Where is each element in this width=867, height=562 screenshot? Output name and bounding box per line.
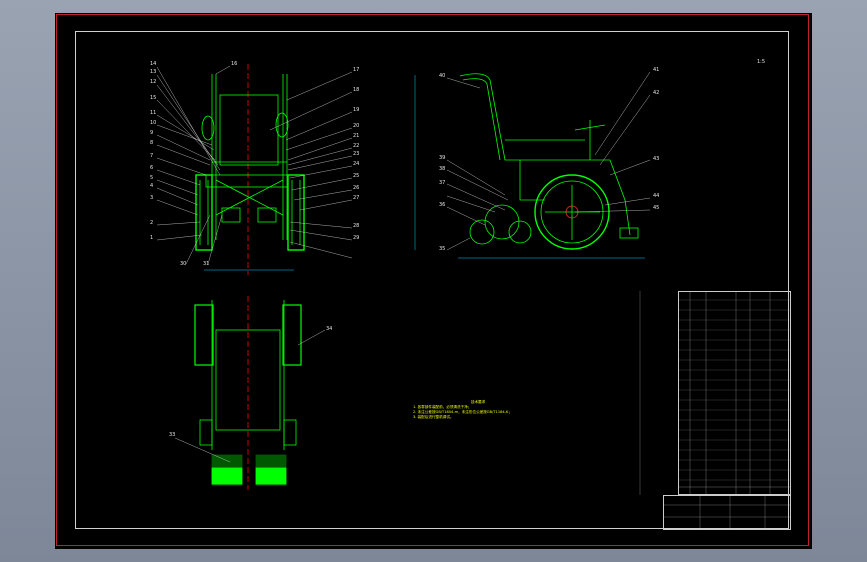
callout-label: 23 [353, 151, 360, 157]
callout-label: 34 [326, 326, 333, 332]
front-leaders [156, 65, 353, 265]
notes-line: 1. 各零部件装配前，必须清洗干净； [413, 405, 472, 409]
notes-line: 2. 未注公差按GB/T1804-m，未注形位公差按GB/T1184-K； [413, 410, 512, 414]
callout-label: 14 [150, 61, 157, 67]
side-view [414, 73, 645, 259]
callout-label: 7 [150, 153, 154, 159]
scale-label: 1:5 [757, 59, 766, 65]
callout-label: 26 [353, 185, 360, 191]
notes-title: 技术要求 [470, 400, 486, 404]
callout-label: 17 [353, 67, 360, 73]
callout-label: 39 [439, 155, 446, 161]
callout-label: 15 [150, 95, 157, 101]
callout-label: 28 [353, 223, 360, 229]
callout-label: 25 [353, 173, 360, 179]
callout-label: 42 [653, 90, 660, 96]
callout-label: 43 [653, 156, 660, 162]
callout-label: 27 [353, 195, 360, 201]
callout-label: 10 [150, 120, 157, 126]
callout-label: 8 [150, 140, 154, 146]
callout-label: 37 [439, 180, 446, 186]
callout-label: 9 [150, 130, 154, 136]
callout-label: 4 [150, 183, 154, 189]
callout-label: 18 [353, 87, 360, 93]
callout-label: 21 [353, 133, 360, 139]
callout-label: 19 [353, 107, 360, 113]
callout-label: 22 [353, 143, 360, 149]
bom-rows [678, 299, 790, 481]
front-callout-top: 16 [231, 61, 238, 67]
callout-label: 1 [150, 235, 154, 241]
callout-label: 29 [353, 235, 360, 241]
notes-line: 3. 装配后进行整机调试。 [413, 415, 454, 419]
callout-label: 13 [150, 69, 157, 75]
callout-label: 24 [353, 161, 360, 167]
outer-frame [56, 14, 809, 546]
drawing-sheet [55, 13, 812, 549]
title-block-grid [663, 495, 790, 530]
top-view [194, 296, 302, 490]
bom-grid [639, 291, 790, 495]
inner-frame [75, 31, 789, 529]
callout-label: 45 [653, 205, 660, 211]
side-leaders [446, 71, 651, 251]
callout-label: 44 [653, 193, 660, 199]
bom-table [678, 291, 791, 495]
callout-label: 40 [439, 73, 446, 79]
callout-label: 5 [150, 175, 154, 181]
callout-label: 30 [180, 261, 187, 267]
callout-label: 31 [203, 261, 210, 267]
front-view [195, 64, 305, 275]
callout-label: 33 [169, 432, 176, 438]
callout-label: 35 [439, 246, 446, 252]
callout-label: 36 [439, 202, 446, 208]
callout-label: 12 [150, 79, 157, 85]
callout-label: 6 [150, 165, 154, 171]
callout-label: 38 [439, 166, 446, 172]
title-block [663, 495, 791, 530]
technical-notes: 技术要求 1. 各零部件装配前，必须清洗干净； 2. 未注公差按GB/T1804… [413, 400, 543, 420]
callout-label: 11 [150, 110, 157, 116]
callout-label: 20 [353, 123, 360, 129]
callout-label: 2 [150, 220, 154, 226]
callout-label: 41 [653, 67, 660, 73]
callout-label: 3 [150, 195, 154, 201]
top-leaders [174, 329, 326, 463]
